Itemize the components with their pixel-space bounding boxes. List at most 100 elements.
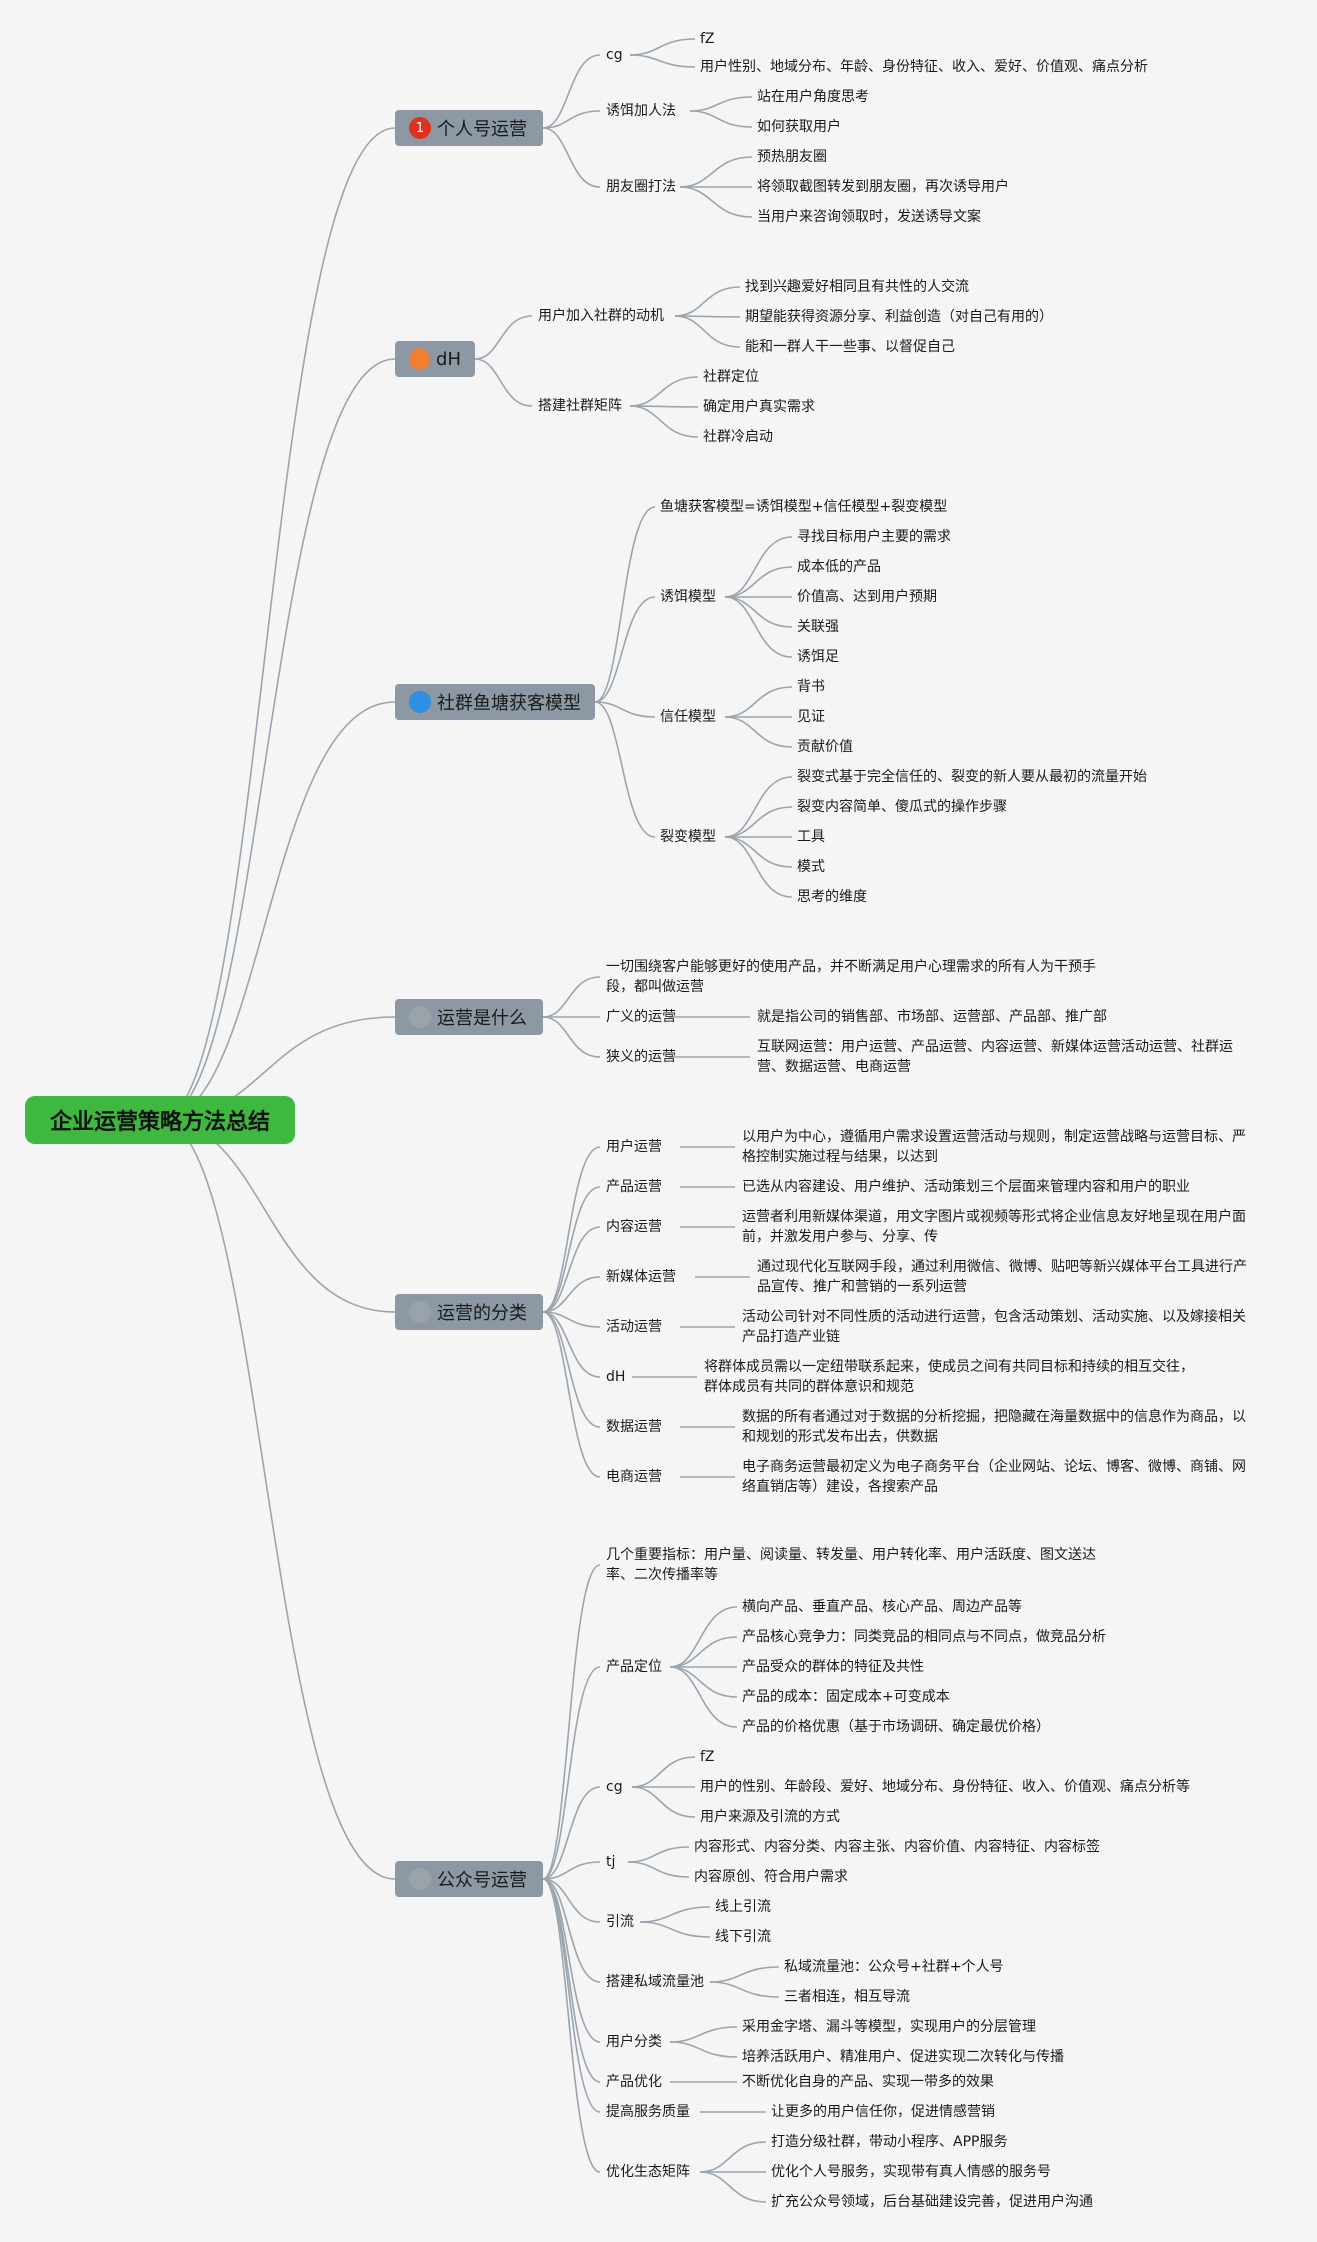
leaf-item[interactable]: 背书 — [797, 679, 825, 695]
subtopic-label[interactable]: 用户运营 — [606, 1139, 662, 1155]
subtopic-label[interactable]: 诱饵模型 — [660, 589, 716, 605]
branch-label: 公众号运营 — [437, 1870, 527, 1891]
leaf-item[interactable]: 确定用户真实需求 — [703, 399, 815, 415]
subtopic-label[interactable]: 优化生态矩阵 — [606, 2164, 690, 2180]
leaf-item[interactable]: 找到兴趣爱好相同且有共性的人交流 — [745, 279, 969, 295]
leaf-item[interactable]: 培养活跃用户、精准用户、促进实现二次转化与传播 — [742, 2049, 1064, 2065]
branch-fishpond-model[interactable]: 社群鱼塘获客模型 — [395, 684, 595, 720]
leaf-item[interactable]: 线下引流 — [715, 1929, 771, 1945]
leaf-item[interactable]: 互联网运营：用户运营、产品运营、内容运营、新媒体运营活动运营、社群运营、数据运营… — [757, 1039, 1233, 1075]
leaf-item[interactable]: 成本低的产品 — [797, 559, 881, 575]
leaf-item[interactable]: 线上引流 — [715, 1899, 771, 1915]
subtopic-label[interactable]: 提高服务质量 — [606, 2104, 690, 2120]
leaf-item[interactable]: 活动公司针对不同性质的活动进行运营，包含活动策划、活动实施、以及嫁接相关产品打造… — [742, 1309, 1246, 1345]
subtopic-label[interactable]: 新媒体运营 — [606, 1269, 676, 1285]
subtopic-label[interactable]: 引流 — [606, 1914, 634, 1930]
branch-community[interactable]: dH — [395, 341, 475, 377]
leaf-item[interactable]: 数据的所有者通过对于数据的分析挖掘，把隐藏在海量数据中的信息作为商品，以和规划的… — [742, 1409, 1246, 1445]
subtopic-label[interactable]: cg — [606, 1779, 623, 1795]
subtopic-label[interactable]: 数据运营 — [606, 1419, 662, 1435]
subtopic-label[interactable]: 鱼塘获客模型=诱饵模型+信任模型+裂变模型 — [660, 499, 948, 515]
subtopic-label[interactable]: 信任模型 — [660, 709, 716, 725]
leaf-item[interactable]: 社群定位 — [703, 369, 759, 385]
leaf-item[interactable]: 就是指公司的销售部、市场部、运营部、产品部、推广部 — [757, 1009, 1107, 1025]
leaf-item[interactable]: 产品的价格优惠（基于市场调研、确定最优价格） — [742, 1719, 1050, 1735]
leaf-item[interactable]: 社群冷启动 — [703, 429, 773, 445]
branch-official-account[interactable]: 公众号运营 — [395, 1861, 543, 1897]
leaf-item[interactable]: 打造分级社群，带动小程序、APP服务 — [771, 2134, 1008, 2150]
leaf-item[interactable]: 横向产品、垂直产品、核心产品、周边产品等 — [742, 1599, 1022, 1615]
leaf-item[interactable]: 产品核心竞争力：同类竞品的相同点与不同点，做竞品分析 — [742, 1629, 1106, 1645]
leaf-item[interactable]: 产品的成本：固定成本+可变成本 — [742, 1689, 950, 1705]
leaf-item[interactable]: fZ — [700, 31, 715, 47]
leaf-item[interactable]: 通过现代化互联网手段，通过利用微信、微博、贴吧等新兴媒体平台工具进行产品宣传、推… — [757, 1259, 1247, 1295]
number-badge-icon — [409, 348, 431, 370]
subtopic-label[interactable]: 一切围绕客户能够更好的使用产品，并不断满足用户心理需求的所有人为干预手段，都叫做… — [606, 959, 1096, 995]
leaf-item[interactable]: 将领取截图转发到朋友圈，再次诱导用户 — [757, 179, 1009, 195]
subtopic-label[interactable]: cg — [606, 47, 623, 63]
leaf-item[interactable]: 用户的性别、年龄段、爱好、地域分布、身份特征、收入、价值观、痛点分析等 — [700, 1779, 1190, 1795]
leaf-item[interactable]: 预热朋友圈 — [757, 149, 827, 165]
number-badge-icon — [409, 1006, 431, 1028]
leaf-item[interactable]: 用户性别、地域分布、年龄、身份特征、收入、爱好、价值观、痛点分析 — [700, 59, 1148, 75]
root-topic[interactable]: 企业运营策略方法总结 — [25, 1096, 295, 1144]
leaf-item[interactable]: 见证 — [797, 709, 825, 725]
subtopic-label[interactable]: 朋友圈打法 — [606, 179, 676, 195]
leaf-item[interactable]: 扩充公众号领域，后台基础建设完善，促进用户沟通 — [771, 2194, 1093, 2210]
subtopic-label[interactable]: 用户分类 — [606, 2034, 662, 2050]
leaf-item[interactable]: 期望能获得资源分享、利益创造（对自己有用的） — [745, 309, 1053, 325]
leaf-item[interactable]: 如何获取用户 — [757, 119, 841, 135]
leaf-item[interactable]: 以用户为中心，遵循用户需求设置运营活动与规则，制定运营战略与运营目标、严格控制实… — [742, 1129, 1246, 1165]
leaf-item[interactable]: 私域流量池：公众号+社群+个人号 — [784, 1959, 1004, 1975]
branch-what-is-operation[interactable]: 运营是什么 — [395, 999, 543, 1035]
subtopic-label[interactable]: 产品定位 — [606, 1659, 662, 1675]
leaf-item[interactable]: 裂变式基于完全信任的、裂变的新人要从最初的流量开始 — [797, 769, 1147, 785]
branch-personal-account[interactable]: 1 个人号运营 — [395, 110, 543, 146]
leaf-item[interactable]: 内容原创、符合用户需求 — [694, 1869, 848, 1885]
leaf-item[interactable]: 工具 — [797, 829, 825, 845]
number-badge-icon — [409, 1301, 431, 1323]
subtopic-label[interactable]: 用户加入社群的动机 — [538, 308, 664, 324]
subtopic-label[interactable]: 产品优化 — [606, 2074, 662, 2090]
leaf-item[interactable]: 价值高、达到用户预期 — [797, 589, 937, 605]
leaf-item[interactable]: 优化个人号服务，实现带有真人情感的服务号 — [771, 2164, 1051, 2180]
leaf-item[interactable]: 诱饵足 — [797, 649, 839, 665]
subtopic-label[interactable]: 内容运营 — [606, 1219, 662, 1235]
leaf-item[interactable]: 站在用户角度思考 — [757, 89, 869, 105]
leaf-item[interactable]: 三者相连，相互导流 — [784, 1989, 910, 2005]
subtopic-label[interactable]: 狭义的运营 — [606, 1049, 676, 1065]
subtopic-label[interactable]: 诱饵加人法 — [606, 103, 676, 119]
leaf-item[interactable]: 思考的维度 — [797, 889, 867, 905]
leaf-item[interactable]: 采用金字塔、漏斗等模型，实现用户的分层管理 — [742, 2019, 1036, 2035]
leaf-item[interactable]: 电子商务运营最初定义为电子商务平台（企业网站、论坛、博客、微博、商铺、网络直销店… — [742, 1459, 1246, 1495]
leaf-item[interactable]: 寻找目标用户主要的需求 — [797, 529, 951, 545]
number-badge-icon: 1 — [409, 117, 431, 139]
leaf-item[interactable]: 当用户来咨询领取时，发送诱导文案 — [757, 209, 981, 225]
subtopic-label[interactable]: 搭建私域流量池 — [606, 1974, 704, 1990]
leaf-item[interactable]: 产品受众的群体的特征及共性 — [742, 1659, 924, 1675]
leaf-item[interactable]: 能和一群人干一些事、以督促自己 — [745, 339, 955, 355]
leaf-item[interactable]: 贡献价值 — [797, 739, 853, 755]
leaf-item[interactable]: fZ — [700, 1749, 715, 1765]
leaf-item[interactable]: 不断优化自身的产品、实现一带多的效果 — [742, 2074, 994, 2090]
subtopic-label[interactable]: 产品运营 — [606, 1179, 662, 1195]
subtopic-label[interactable]: 广义的运营 — [606, 1009, 676, 1025]
leaf-item[interactable]: 用户来源及引流的方式 — [700, 1809, 840, 1825]
branch-operation-categories[interactable]: 运营的分类 — [395, 1294, 543, 1330]
leaf-item[interactable]: 已选从内容建设、用户维护、活动策划三个层面来管理内容和用户的职业 — [742, 1179, 1190, 1195]
subtopic-label[interactable]: 搭建社群矩阵 — [538, 398, 622, 414]
subtopic-label[interactable]: 电商运营 — [606, 1469, 662, 1485]
subtopic-label[interactable]: dH — [606, 1369, 626, 1385]
subtopic-label[interactable]: 活动运营 — [606, 1319, 662, 1335]
leaf-item[interactable]: 让更多的用户信任你，促进情感营销 — [771, 2104, 995, 2120]
leaf-item[interactable]: 内容形式、内容分类、内容主张、内容价值、内容特征、内容标签 — [694, 1839, 1100, 1855]
leaf-item[interactable]: 运营者利用新媒体渠道，用文字图片或视频等形式将企业信息友好地呈现在用户面前，并激… — [742, 1209, 1246, 1245]
subtopic-label[interactable]: 裂变模型 — [660, 829, 716, 845]
branch-label: 个人号运营 — [437, 119, 527, 140]
subtopic-label[interactable]: tj — [606, 1854, 616, 1870]
leaf-item[interactable]: 将群体成员需以一定纽带联系起来，使成员之间有共同目标和持续的相互交往，群体成员有… — [704, 1359, 1194, 1395]
leaf-item[interactable]: 模式 — [797, 859, 825, 875]
subtopic-label[interactable]: 几个重要指标：用户量、阅读量、转发量、用户转化率、用户活跃度、图文送达率、二次传… — [606, 1547, 1096, 1583]
leaf-item[interactable]: 裂变内容简单、傻瓜式的操作步骤 — [797, 799, 1007, 815]
leaf-item[interactable]: 关联强 — [797, 619, 839, 635]
